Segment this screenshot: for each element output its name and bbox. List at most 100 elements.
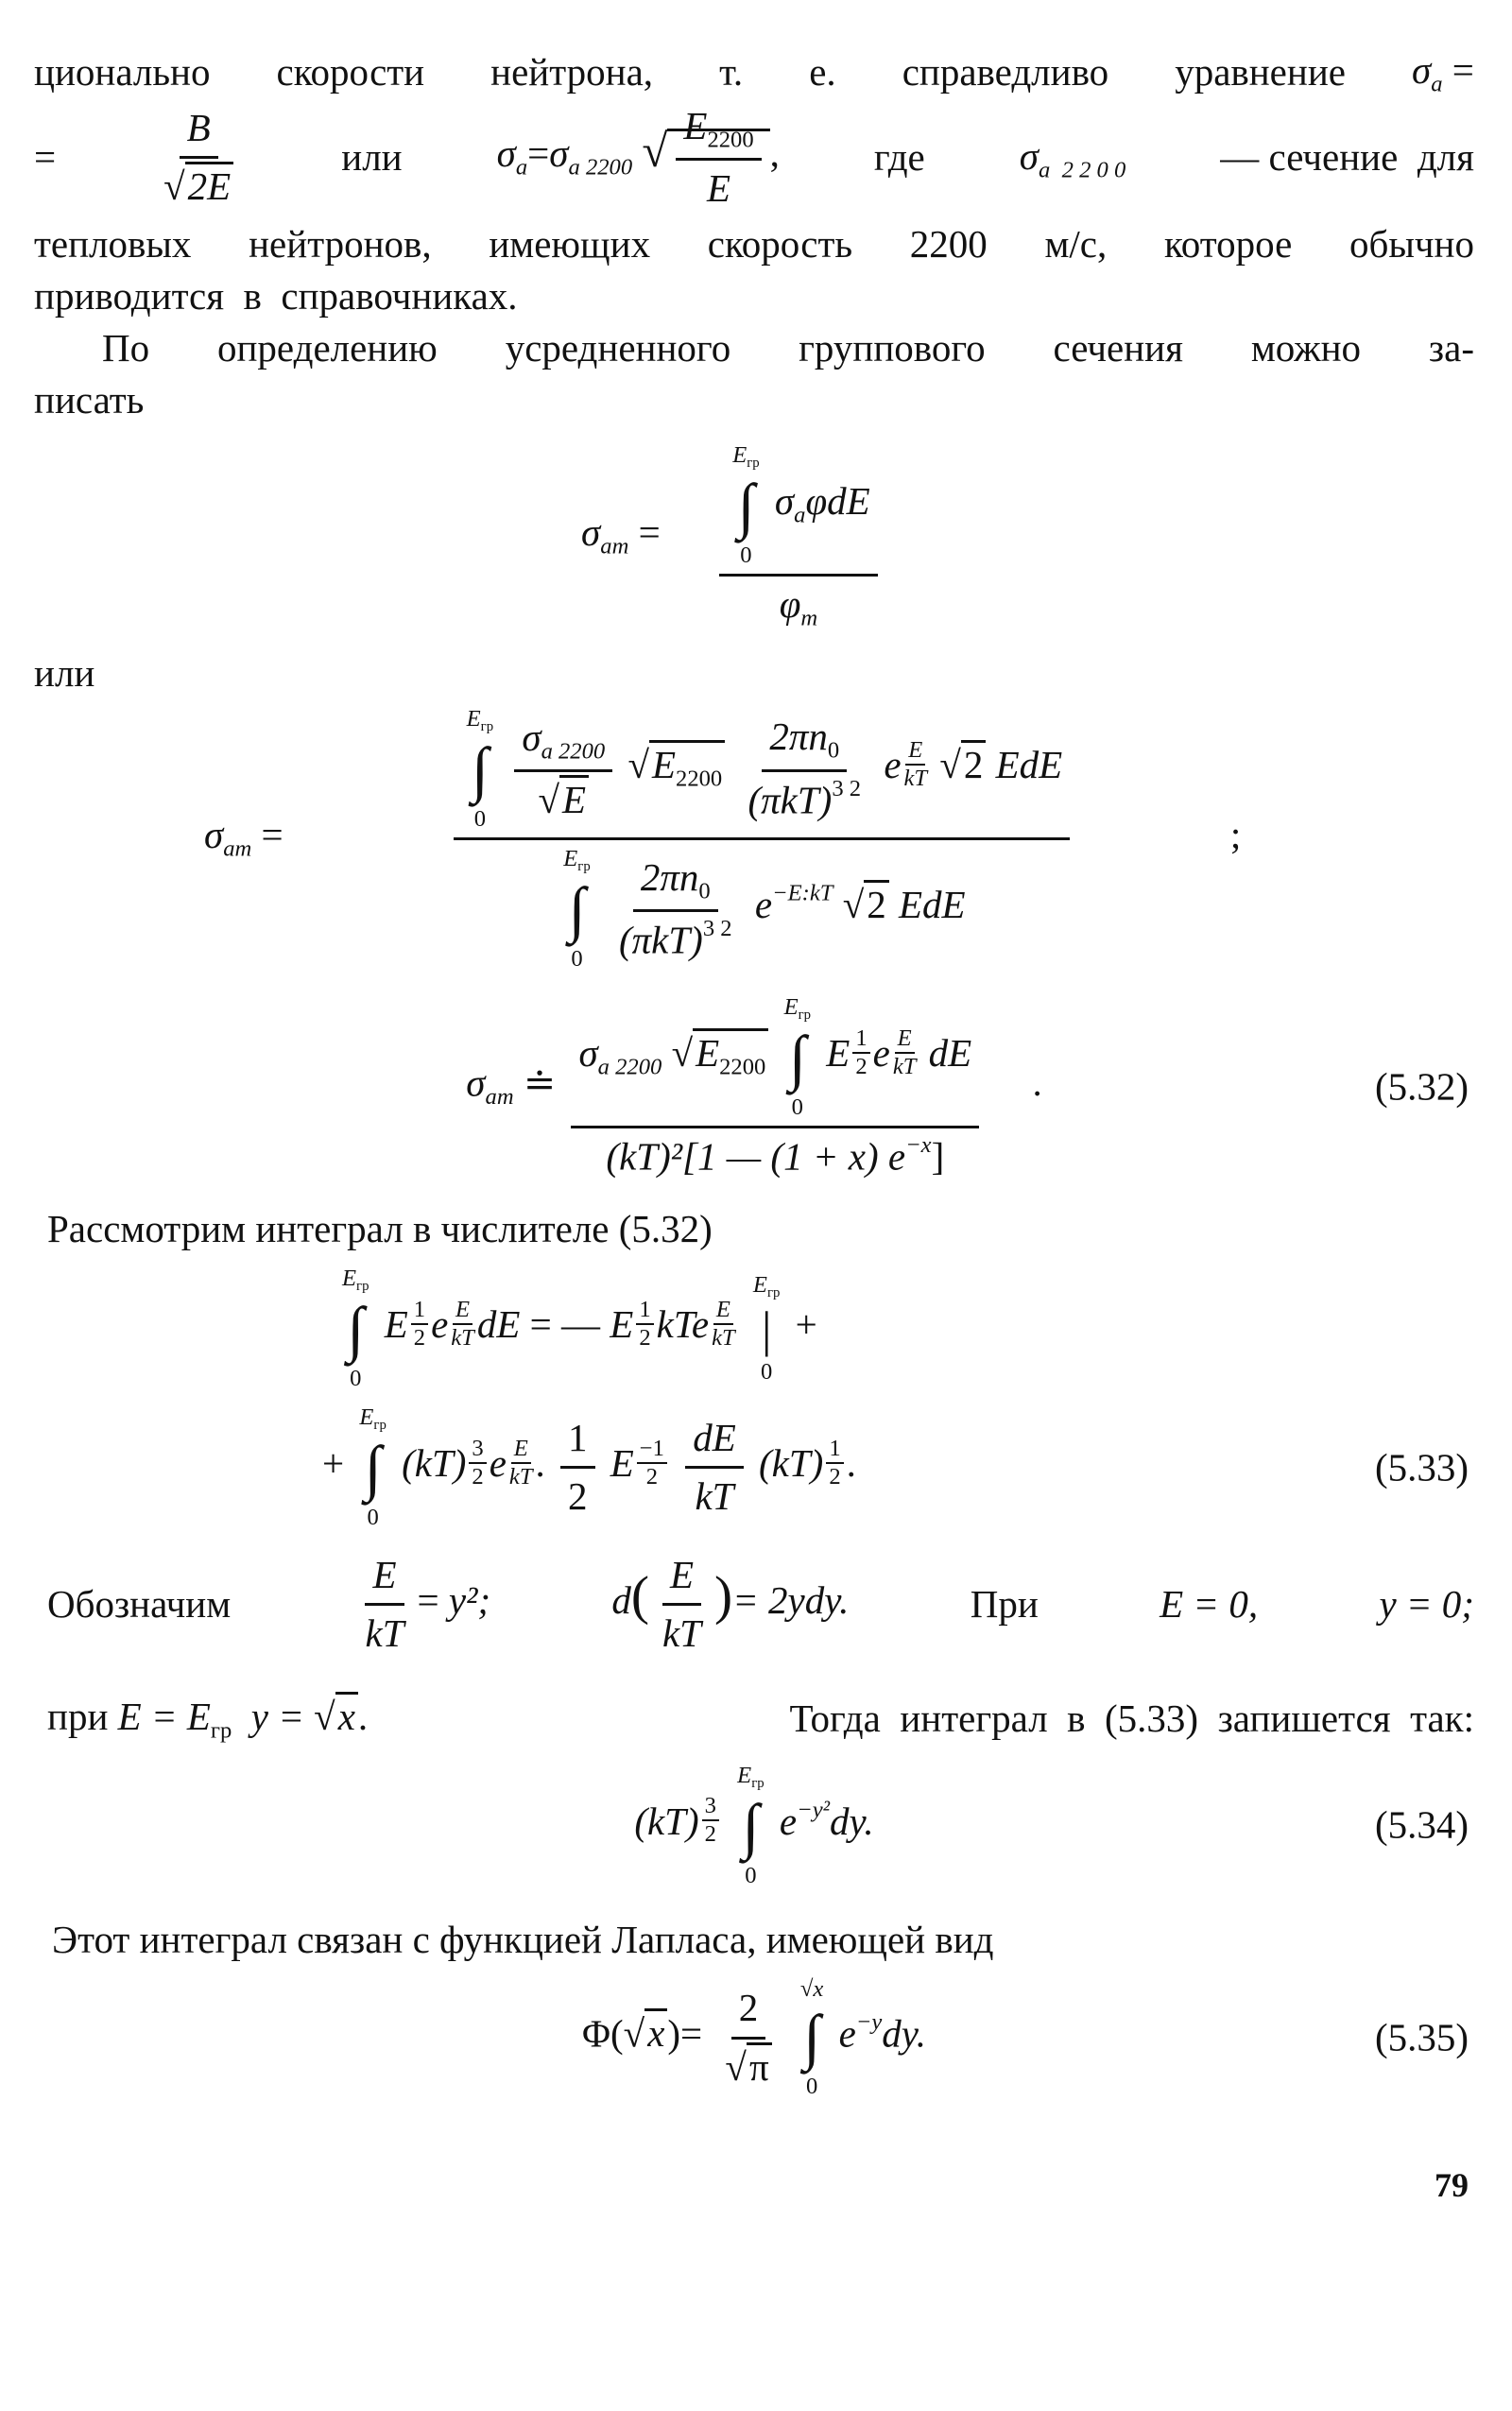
math-fragment: 1 bbox=[852, 1025, 870, 1054]
math-fragment: = bbox=[527, 131, 550, 176]
math-fragment: σ bbox=[549, 131, 569, 176]
word: или bbox=[341, 135, 403, 180]
equation-5-35: Φ(√x)= 2√π √x∫0 e−ydy. (5.35) bbox=[34, 1976, 1474, 2099]
math-fragment: Eгр bbox=[784, 994, 811, 1025]
text-line-1: ционально скорости нейтрона, т. е. справ… bbox=[34, 47, 1474, 96]
math-fragment: E = E bbox=[117, 1695, 211, 1739]
word: т. bbox=[719, 49, 744, 94]
math-fragment: ∫ bbox=[364, 1434, 382, 1503]
math-fragment: гр bbox=[373, 1418, 387, 1434]
math-fragment: e bbox=[838, 2011, 856, 2056]
math-fragment: 3 2 bbox=[832, 775, 862, 801]
math-fragment: 1 bbox=[560, 1416, 595, 1470]
math-fragment: d bbox=[611, 1578, 631, 1623]
math-fragment: Eгр∫0 σaφdE bbox=[719, 442, 878, 577]
math-fragment: kT bbox=[508, 1463, 533, 1490]
math-fragment: 2√π bbox=[717, 1986, 779, 2089]
math-fragment: a bbox=[794, 503, 805, 528]
math-fragment: am bbox=[485, 1083, 514, 1110]
math-fragment: 2 bbox=[855, 1053, 868, 1079]
math-fragment: kT bbox=[695, 1474, 734, 1519]
math-fragment: Eгр∫0 bbox=[342, 1266, 369, 1391]
word: По bbox=[102, 325, 150, 370]
math-fragment: σ bbox=[522, 715, 541, 759]
math-fragment: x bbox=[644, 2008, 668, 2056]
math-fragment: ) bbox=[667, 2011, 681, 2056]
math-fragment: Eгр bbox=[359, 1404, 386, 1435]
equation-group-cross-section: σam = Eгр∫0 σaφdE φm bbox=[34, 442, 1474, 630]
math-fragment: . bbox=[846, 1440, 856, 1485]
math-fragment: ≐ bbox=[523, 1060, 557, 1105]
math-fragment: kT bbox=[365, 1611, 404, 1656]
math-fragment: √ bbox=[725, 2044, 747, 2089]
math-fragment: 2πn bbox=[769, 715, 828, 759]
math-fragment: √2E bbox=[156, 159, 241, 209]
math-fragment: гр bbox=[766, 1284, 781, 1300]
math-fragment: e bbox=[691, 1301, 710, 1346]
text-line-6: писать bbox=[34, 378, 145, 422]
math-fragment: dE bbox=[476, 1301, 521, 1346]
math-fragment: kT bbox=[656, 1301, 692, 1346]
math-fragment: 2200 bbox=[676, 766, 723, 792]
math-fragment: E bbox=[610, 1301, 634, 1346]
math-fragment: √ bbox=[163, 164, 185, 209]
math-fragment: = bbox=[261, 812, 284, 856]
math-fragment: Φ bbox=[582, 2011, 611, 2056]
math-fragment: −1 bbox=[636, 1436, 667, 1464]
math-fragment: 1 bbox=[826, 1436, 844, 1464]
math-fragment: E bbox=[342, 1265, 357, 1291]
math-fragment: Eгр∫0 bbox=[732, 442, 759, 568]
math-fragment: Eгр bbox=[342, 1266, 369, 1296]
math-fragment: a 2200 bbox=[597, 1054, 662, 1080]
math-fragment: kT bbox=[904, 766, 928, 791]
word: имеющих bbox=[489, 221, 651, 266]
math-fragment: ( bbox=[630, 1566, 649, 1627]
math-fragment: 1 bbox=[636, 1297, 654, 1325]
math-fragment: m bbox=[800, 606, 818, 632]
math-fragment: √ bbox=[538, 777, 559, 821]
math-fragment: y = bbox=[250, 1695, 315, 1739]
math-fragment: √ bbox=[842, 882, 865, 926]
math-fragment: √ bbox=[642, 125, 668, 178]
math-fragment: ∫ bbox=[788, 1024, 806, 1093]
math-fragment: = bbox=[417, 1578, 439, 1623]
math-fragment: Eгр∫0 σaφdE φm bbox=[676, 442, 921, 630]
text-line-3: тепловых нейтронов, имеющих скорость 220… bbox=[34, 221, 1474, 267]
math-fragment: 2 bbox=[704, 1821, 716, 1848]
math-fragment: 0 bbox=[571, 945, 583, 972]
math-fragment: σa 2200 bbox=[514, 715, 613, 772]
math-fragment: √E bbox=[530, 772, 596, 822]
math-fragment: Eгр bbox=[737, 1763, 764, 1793]
math-fragment: kT bbox=[358, 1606, 412, 1656]
math-fragment: kT bbox=[509, 1464, 533, 1490]
math-fragment: a bbox=[516, 155, 527, 181]
math-fragment: 2 bbox=[568, 1474, 588, 1519]
math-fragment: √E2200 bbox=[627, 739, 726, 790]
math-fragment: гр bbox=[751, 1775, 765, 1791]
math-fragment: E bbox=[897, 1025, 912, 1051]
math-fragment: E bbox=[453, 1296, 473, 1325]
math-fragment: = bbox=[680, 2011, 703, 2056]
text-consider-integral: Рассмотрим интеграл в числителе (5.32) bbox=[47, 1206, 713, 1250]
math-fragment: E bbox=[563, 845, 578, 871]
math-fragment: E bbox=[455, 1296, 471, 1322]
math-fragment: ∫ bbox=[742, 1792, 760, 1861]
math-fragment: Eгр∫0 bbox=[737, 1763, 764, 1888]
math-fragment: E bbox=[696, 1030, 720, 1075]
math-fragment: 2πn bbox=[640, 854, 699, 899]
math-fragment: E bbox=[384, 1301, 408, 1346]
math-fragment: σa 2200√E bbox=[514, 715, 613, 822]
